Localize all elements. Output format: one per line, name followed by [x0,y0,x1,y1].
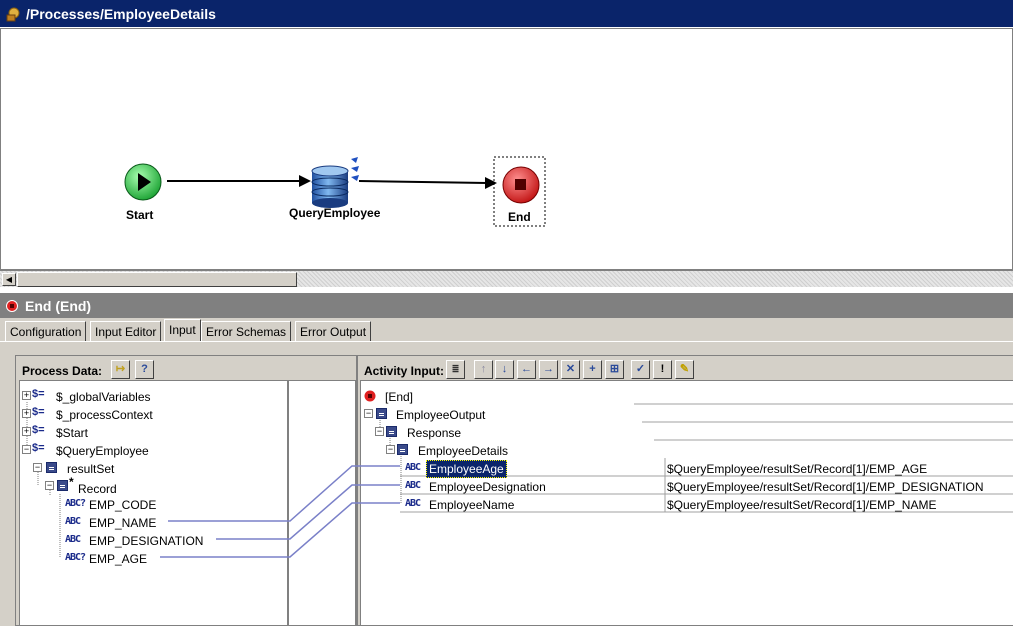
process-diagram [124,156,546,227]
tab-error-schemas[interactable]: Error Schemas [201,321,292,341]
complex-element-icon [376,408,387,419]
string-optional-icon: ABC? [65,498,86,509]
selected-field-label: EmployeeAge [426,460,507,478]
variable-icon: $= [32,424,45,436]
collapse-icon[interactable]: − [22,444,31,454]
string-optional-icon: ABC? [65,552,86,563]
delete-icon[interactable]: ✕ [561,360,580,379]
move-up-icon[interactable]: ↑ [474,360,493,379]
mapping-value-designation[interactable]: $QueryEmployee/resultSet/Record[1]/EMP_D… [667,480,984,494]
process-icon [6,7,20,22]
scroll-thumb[interactable] [17,272,297,287]
collapse-icon[interactable]: − [386,444,395,454]
end-icon [6,300,18,312]
mapping-line-designation [216,484,400,540]
process-data-label: Process Data: [22,364,103,378]
edit-icon[interactable]: ✎ [675,360,694,379]
start-node[interactable] [124,163,162,201]
window-title: /Processes/EmployeeDetails [26,6,216,22]
string-icon: ABC [65,516,81,527]
expand-icon[interactable]: + [22,408,31,418]
mapping-value-name[interactable]: $QueryEmployee/resultSet/Record[1]/EMP_N… [667,498,937,512]
end-icon [364,390,376,402]
expand-icon[interactable]: + [22,426,31,436]
variable-icon: $= [32,388,45,400]
tab-input[interactable]: Input [164,319,201,342]
process-canvas[interactable]: Start QueryEmployee End [0,28,1013,270]
complex-element-icon [386,426,397,437]
end-node[interactable] [493,156,546,227]
mapping-line-name [160,502,400,558]
mapping-value-age[interactable]: $QueryEmployee/resultSet/Record[1]/EMP_A… [667,462,928,476]
expand-icon[interactable]: + [22,390,31,400]
move-right-icon[interactable]: → [539,360,558,379]
collapse-icon[interactable]: − [375,426,384,436]
map-button-icon[interactable]: ↦ [111,360,130,379]
activity-panel-title: End (End) [25,298,92,314]
window-title-bar: /Processes/EmployeeDetails [0,0,1013,28]
variable-icon: $= [32,406,45,418]
end-label: End [508,210,531,224]
scroll-left-button[interactable]: ◀ [2,273,16,286]
activity-panel-header: End (End) [0,293,1013,318]
mapping-line-age [168,465,400,522]
list-view-icon[interactable]: ≣ [446,360,465,379]
process-data-panel: Process Data: ↦ ? [15,355,357,626]
activity-input-tree[interactable] [360,380,1013,626]
repeating-element-icon [57,480,68,491]
string-icon: ABC [405,462,421,473]
variable-icon: $= [32,442,45,454]
collapse-icon[interactable]: − [33,462,42,472]
activity-input-panel: Activity Input: ≣ ↑ ↓ ← → ✕ + ⊞ ✓ ! ✎ [357,355,1013,626]
tab-error-output[interactable]: Error Output [295,321,372,341]
transition-query-end [358,180,488,184]
move-left-icon[interactable]: ← [517,360,536,379]
tab-configuration[interactable]: Configuration [5,321,87,341]
add-icon[interactable]: + [583,360,602,379]
collapse-icon[interactable]: − [364,408,373,418]
canvas-scrollbar[interactable]: ◀ [0,270,1013,287]
query-arrows-icon [351,157,359,181]
help-button-icon[interactable]: ? [135,360,154,379]
complex-element-icon [46,462,57,473]
mapping-gutter [288,380,356,626]
tab-input-editor[interactable]: Input Editor [90,321,162,341]
query-employee-node[interactable] [311,157,359,208]
tab-divider [0,341,1013,342]
add-child-icon[interactable]: ⊞ [605,360,624,379]
string-icon: ABC [65,534,81,545]
query-employee-label: QueryEmployee [289,206,381,220]
divider [0,287,1013,293]
activity-input-label: Activity Input: [364,364,444,378]
process-data-tree[interactable] [19,380,288,626]
validate-icon[interactable]: ✓ [631,360,650,379]
complex-element-icon [397,444,408,455]
collapse-icon[interactable]: − [45,480,54,490]
string-icon: ABC [405,498,421,509]
string-icon: ABC [405,480,421,491]
move-down-icon[interactable]: ↓ [495,360,514,379]
start-label: Start [126,208,154,222]
warning-icon[interactable]: ! [653,360,672,379]
